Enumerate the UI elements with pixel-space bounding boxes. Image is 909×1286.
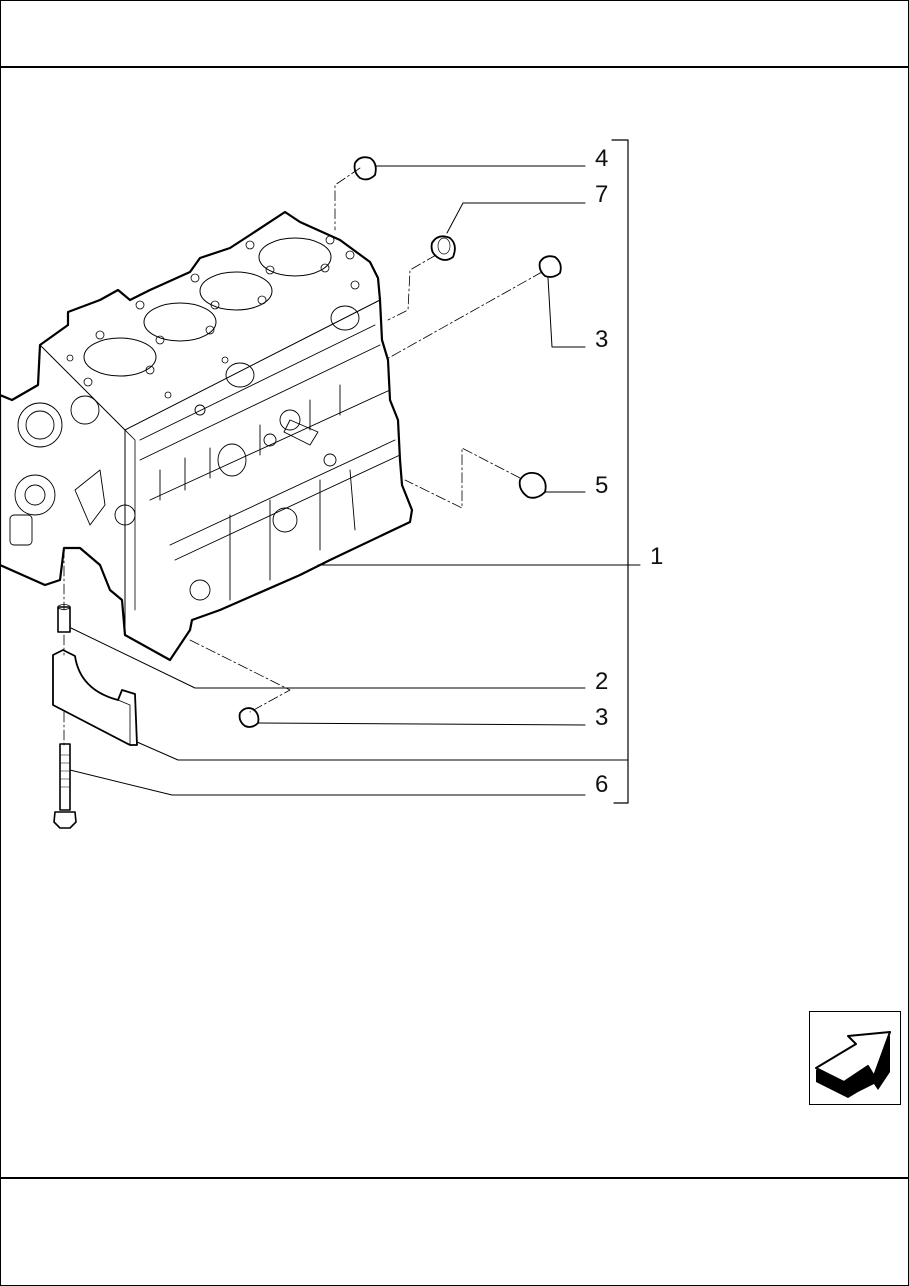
callout-3-upper: 3 (595, 326, 609, 353)
next-page-button[interactable] (809, 1011, 901, 1105)
page-header (0, 0, 909, 68)
engine-block-drawing (0, 139, 641, 829)
diagram-area: 4 7 3 5 1 2 3 6 (0, 68, 909, 1177)
callout-7: 7 (595, 181, 609, 208)
callout-5: 5 (595, 472, 609, 499)
callout-4: 4 (595, 145, 609, 172)
callout-1: 1 (650, 543, 664, 570)
page-footer (0, 1177, 909, 1286)
callout-2: 2 (595, 668, 609, 695)
arrow-next-icon (815, 1031, 891, 1098)
callout-6: 6 (595, 771, 609, 798)
callout-3-lower: 3 (595, 704, 609, 731)
